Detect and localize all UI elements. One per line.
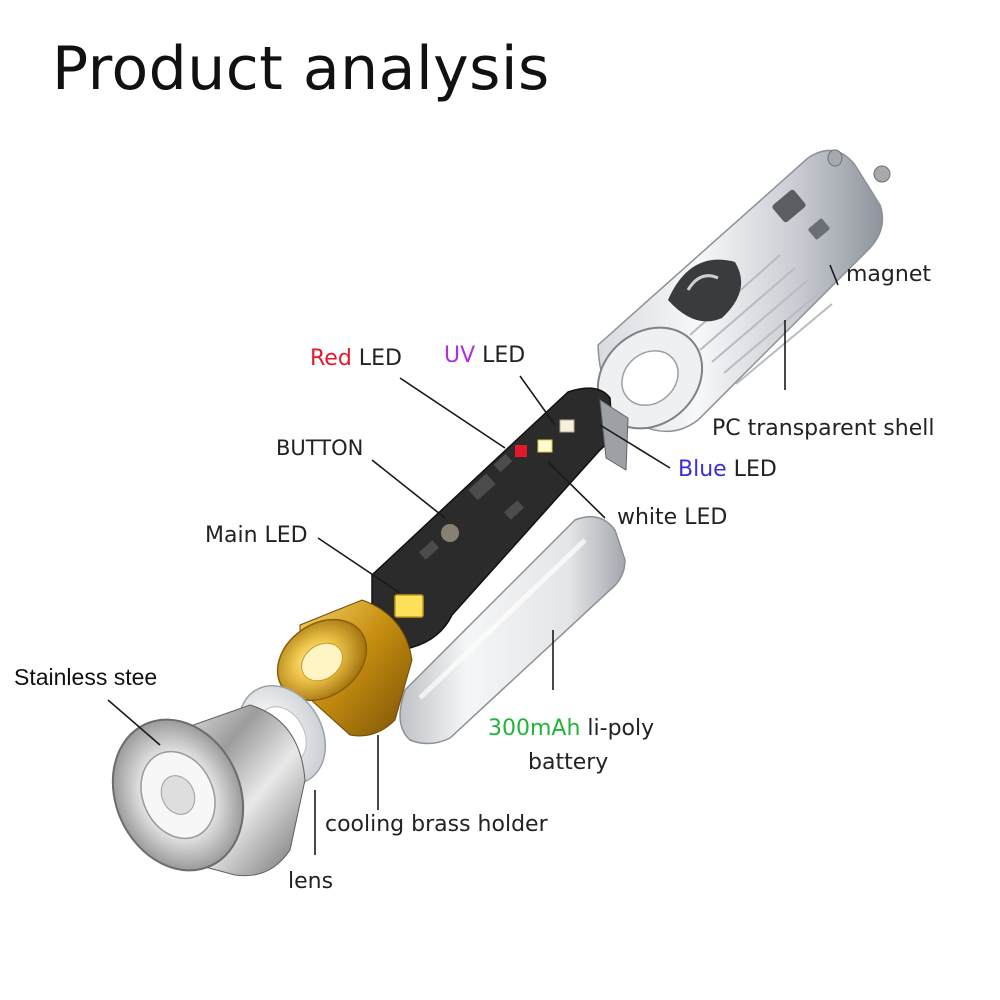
- cooling-brass-holder: [276, 599, 413, 737]
- white-led-chip: [537, 439, 553, 453]
- label-uv-led-suffix: LED: [475, 343, 526, 368]
- red-led-chip: [515, 445, 527, 457]
- label-stainless-steel: Stainless stee: [14, 664, 158, 690]
- label-white-led: white LED: [617, 505, 728, 530]
- label-magnet: magnet: [846, 262, 931, 287]
- li-poly-battery: [399, 515, 626, 745]
- main-led-chip: [394, 594, 424, 618]
- label-red-led: Red LED: [310, 346, 402, 372]
- pc-transparent-shell: [596, 149, 884, 433]
- label-uv-led-color: UV: [444, 343, 476, 368]
- label-blue-led-color: Blue: [678, 457, 727, 482]
- label-uv-led: UV LED: [444, 343, 525, 369]
- label-battery-line2: battery: [528, 750, 609, 775]
- label-battery-type: li-poly: [580, 716, 655, 741]
- page-title: Product analysis: [52, 34, 550, 104]
- label-battery-capacity: 300mAh: [488, 716, 581, 741]
- button-icon: [441, 524, 459, 542]
- stainless-steel-head: [111, 704, 306, 877]
- pcb-board: [371, 387, 629, 649]
- label-cooling-brass-holder: cooling brass holder: [325, 812, 548, 837]
- power-button-icon: [668, 259, 742, 322]
- magnet-icon: [827, 149, 891, 183]
- label-battery: 300mAh li-poly: [488, 716, 654, 742]
- label-pc-transparent-shell: PC transparent shell: [712, 416, 935, 441]
- callout-lines: [107, 264, 839, 855]
- uv-led-chip: [559, 419, 575, 433]
- label-lens: lens: [288, 869, 334, 894]
- label-button: BUTTON: [276, 436, 364, 460]
- label-blue-led: Blue LED: [678, 457, 777, 483]
- label-red-led-color: Red: [310, 346, 352, 371]
- label-blue-led-suffix: LED: [726, 457, 777, 482]
- label-main-led: Main LED: [205, 523, 308, 548]
- label-red-led-suffix: LED: [351, 346, 402, 371]
